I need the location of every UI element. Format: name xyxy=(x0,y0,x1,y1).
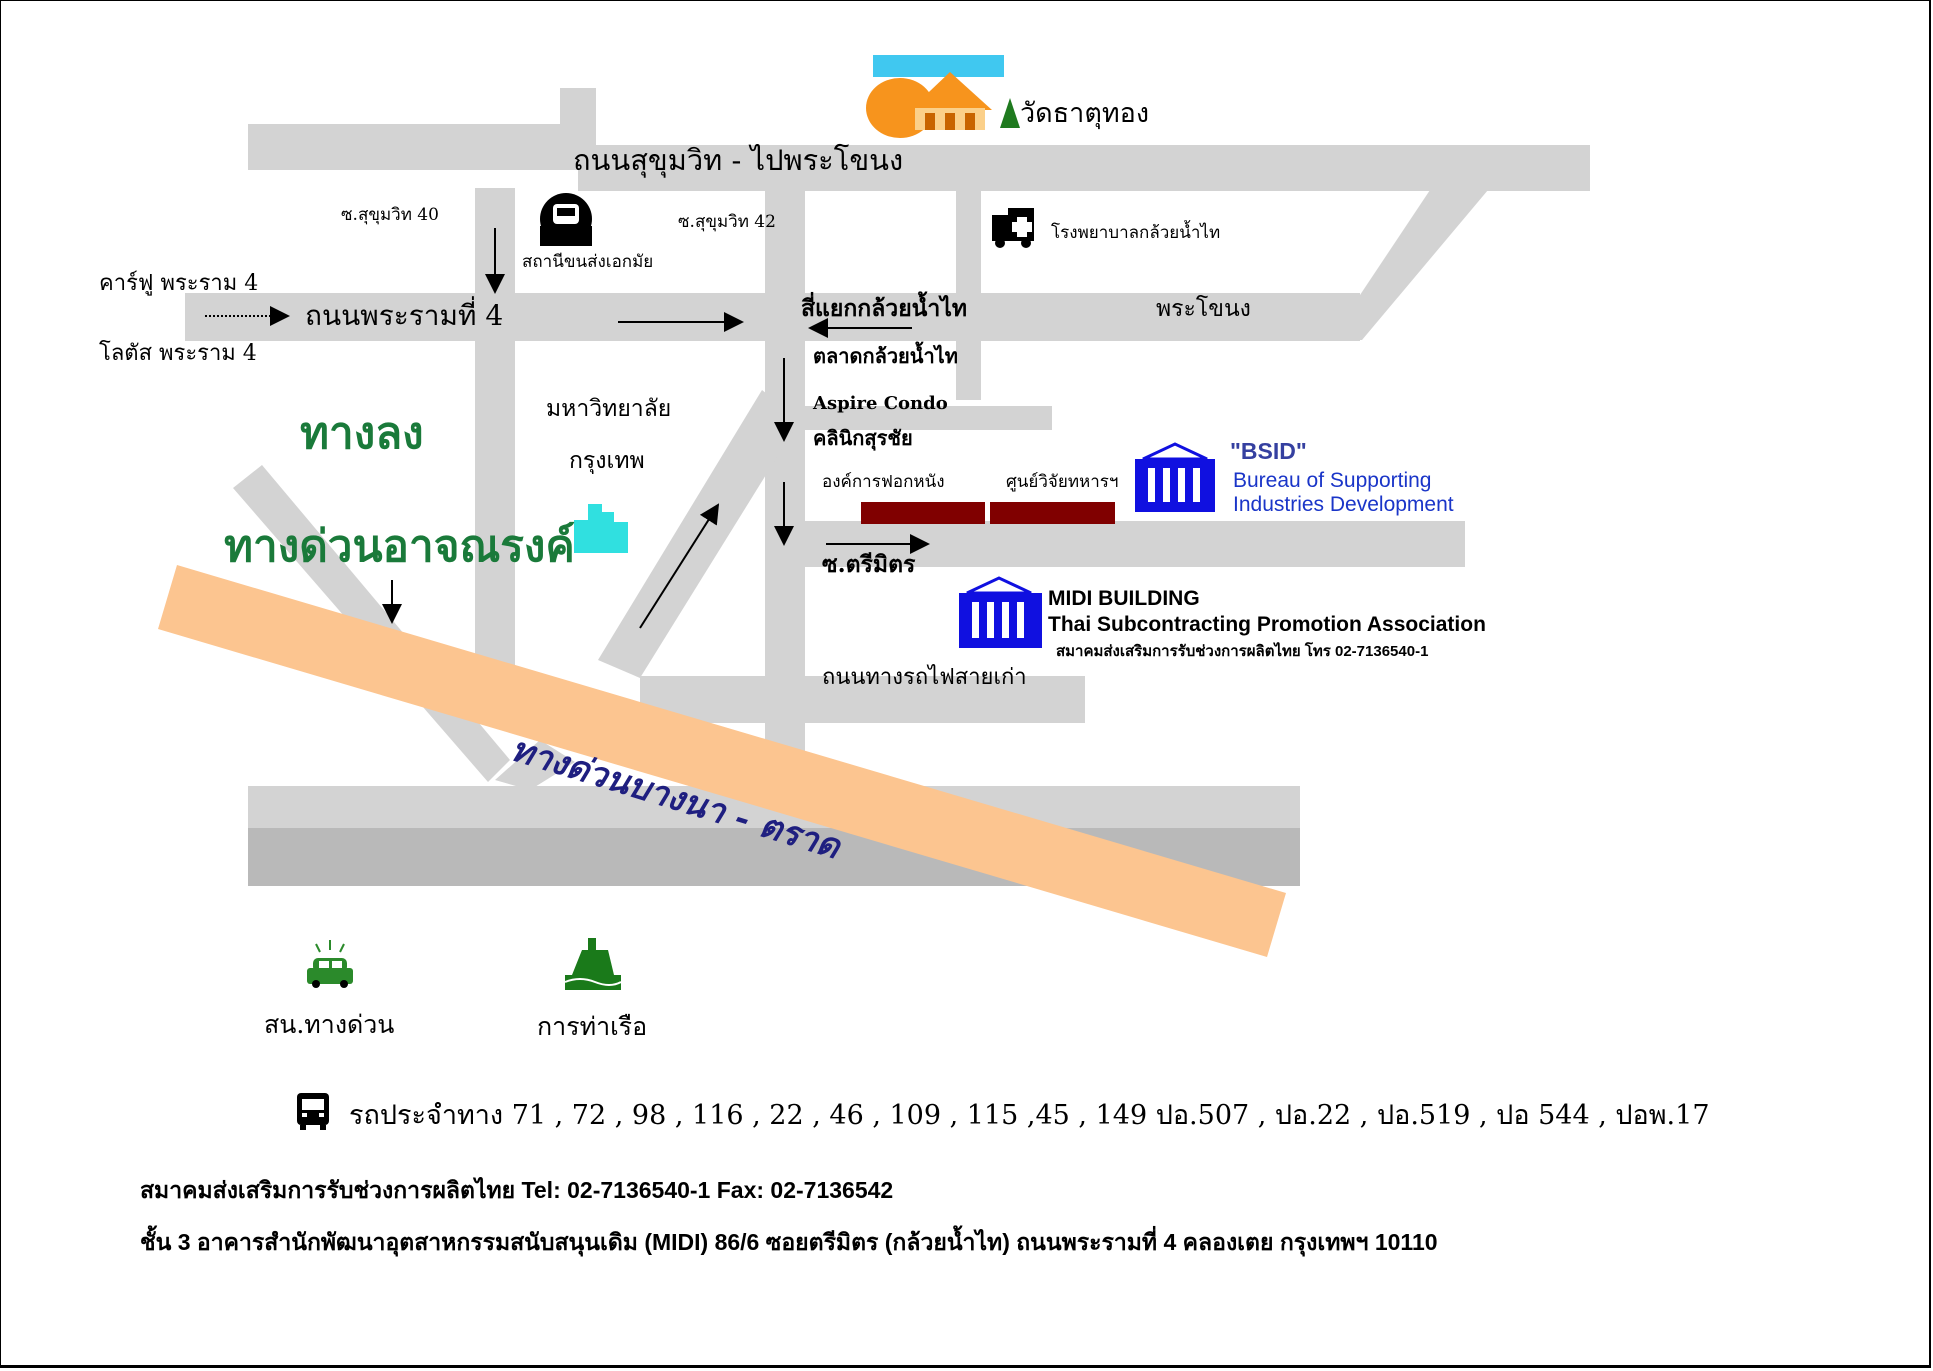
carrefour-label: คาร์ฟู พระราม 4 xyxy=(99,271,259,296)
temple-icon xyxy=(866,55,1020,138)
road-aspire-soi xyxy=(805,406,1052,430)
road-rama4-label: ถนนพระรามที่ 4 xyxy=(305,299,504,332)
road-soi42-label: ซ.สุขุมวิท 42 xyxy=(678,212,776,232)
road-sukhumvit-label: ถนนสุขุมวิท - ไปพระโขนง xyxy=(573,143,904,177)
bus-station-label: สถานีขนส่งเอกมัย xyxy=(522,252,654,272)
road-soi40-label: ซ.สุขุมวิท 40 xyxy=(341,205,439,225)
clinic-label: คลินิกสุรชัย xyxy=(813,426,913,450)
port-label: การท่าเรือ xyxy=(537,1012,648,1041)
exit-label: ทางลง xyxy=(300,408,424,459)
midi-title: MIDI BUILDING xyxy=(1048,587,1200,610)
intersection-label: สี่แยกกล้วยน้ำไท xyxy=(801,295,968,322)
bsid-line-2: Industries Development xyxy=(1233,493,1454,516)
government-building-icon xyxy=(1135,442,1215,512)
road-sukhumvit-east xyxy=(578,145,1590,191)
ship-icon xyxy=(564,938,622,990)
road-phrakhanong-label: พระโขนง xyxy=(1156,296,1251,322)
achanarong-expressway-label: ทางด่วนอาจณรงค์ xyxy=(224,521,575,572)
expressway-authority-label: สน.ทางด่วน xyxy=(264,1010,395,1039)
midi-line-1: Thai Subcontracting Promotion Associatio… xyxy=(1048,613,1486,636)
market-label: ตลาดกล้วยน้ำไท xyxy=(813,344,958,368)
bus-station-icon xyxy=(540,193,592,246)
road-diagonal-lower xyxy=(495,740,575,790)
university-label-2: กรุงเทพ xyxy=(569,448,645,474)
university-label-1: มหาวิทยาลัย xyxy=(546,396,672,422)
wat-label: วัดธาตุทอง xyxy=(1020,98,1150,129)
research-bar xyxy=(990,502,1115,524)
police-car-icon xyxy=(307,940,353,988)
research-label: ศูนย์วิจัยทหารฯ xyxy=(1006,472,1119,492)
road-rama4 xyxy=(185,293,1360,341)
road-old-railway xyxy=(640,676,1085,723)
city-buildings-icon xyxy=(574,504,628,553)
midi-line-2: สมาคมส่งเสริมการรับช่วงการผลิตไทย โทร 02… xyxy=(1056,643,1429,660)
road-north-stub xyxy=(560,88,596,152)
direction-arrows xyxy=(205,228,930,629)
aspire-condo-label: Aspire Condo xyxy=(813,393,948,414)
footer-contact: สมาคมส่งเสริมการรับช่วงการผลิตไทย Tel: 0… xyxy=(140,1177,894,1203)
ambulance-icon xyxy=(992,208,1034,248)
hospital-label: โรงพยาบาลกล้วยน้ำไท xyxy=(1051,223,1221,243)
government-building-icon xyxy=(959,576,1042,648)
bsid-title: "BSID" xyxy=(1230,438,1307,464)
bus-routes: รถประจำทาง 71 , 72 , 98 , 116 , 22 , 46 … xyxy=(349,1100,1710,1131)
tannery-bar xyxy=(861,502,985,524)
bsid-line-1: Bureau of Supporting xyxy=(1233,469,1432,492)
road-soi-trimit-label: ซ.ตรีมิตร xyxy=(822,551,916,578)
road-sukhumvit xyxy=(248,124,588,170)
lotus-label: โลตัส พระราม 4 xyxy=(99,341,257,366)
bus-icon xyxy=(297,1093,329,1130)
footer-address: ชั้น 3 อาคารสำนักพัฒนาอุตสาหกรรมสนับสนุน… xyxy=(140,1229,1438,1255)
road-phrakhanong-diagonal xyxy=(1330,190,1488,340)
road-old-railway-label: ถนนทางรถไฟสายเก่า xyxy=(822,665,1027,690)
expressway-bangna-trat xyxy=(158,565,1286,957)
tannery-label: องค์การฟอกหนัง xyxy=(822,472,945,492)
arrow-diagonal-ne xyxy=(639,503,720,629)
